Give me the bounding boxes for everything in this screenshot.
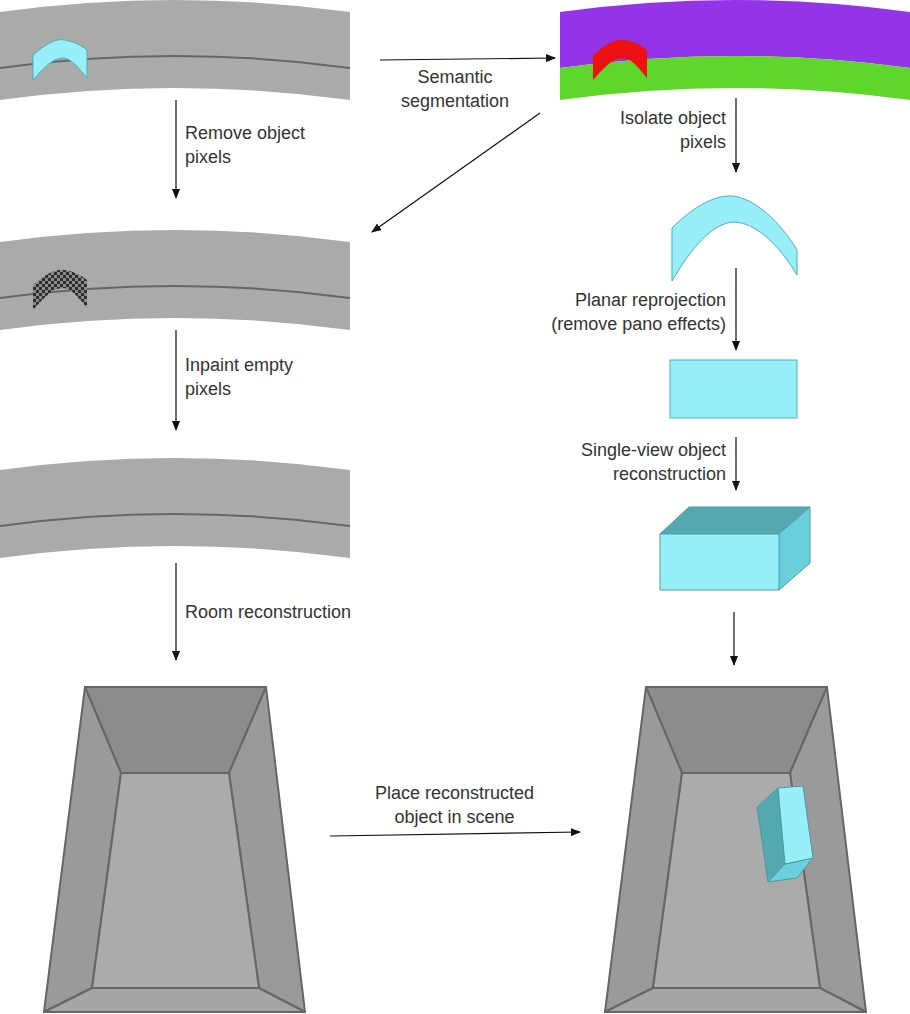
step-label: Single-view object reconstruction (546, 438, 726, 486)
step-label: Inpaint empty pixels (185, 353, 325, 401)
step-label: Remove object pixels (185, 121, 335, 169)
placed-object (757, 786, 813, 882)
step-label: Room reconstruction (185, 600, 405, 624)
panorama-strip (0, 0, 350, 100)
inpainted-strip (0, 458, 350, 558)
step-label: Isolate object pixels (586, 106, 726, 154)
isolated-object (672, 196, 797, 281)
masked-strip (0, 230, 350, 330)
step-label: Planar reprojection (remove pano effects… (516, 288, 726, 336)
step-label: Place reconstructed object in scene (362, 781, 547, 829)
room-model (44, 687, 305, 1012)
flow-arrow (176, 58, 736, 836)
reconstructed-box (660, 507, 810, 590)
reprojected-object (670, 360, 797, 418)
step-label: Semantic segmentation (390, 65, 520, 113)
segmentation-strip (560, 0, 910, 100)
room-model (605, 687, 866, 1012)
